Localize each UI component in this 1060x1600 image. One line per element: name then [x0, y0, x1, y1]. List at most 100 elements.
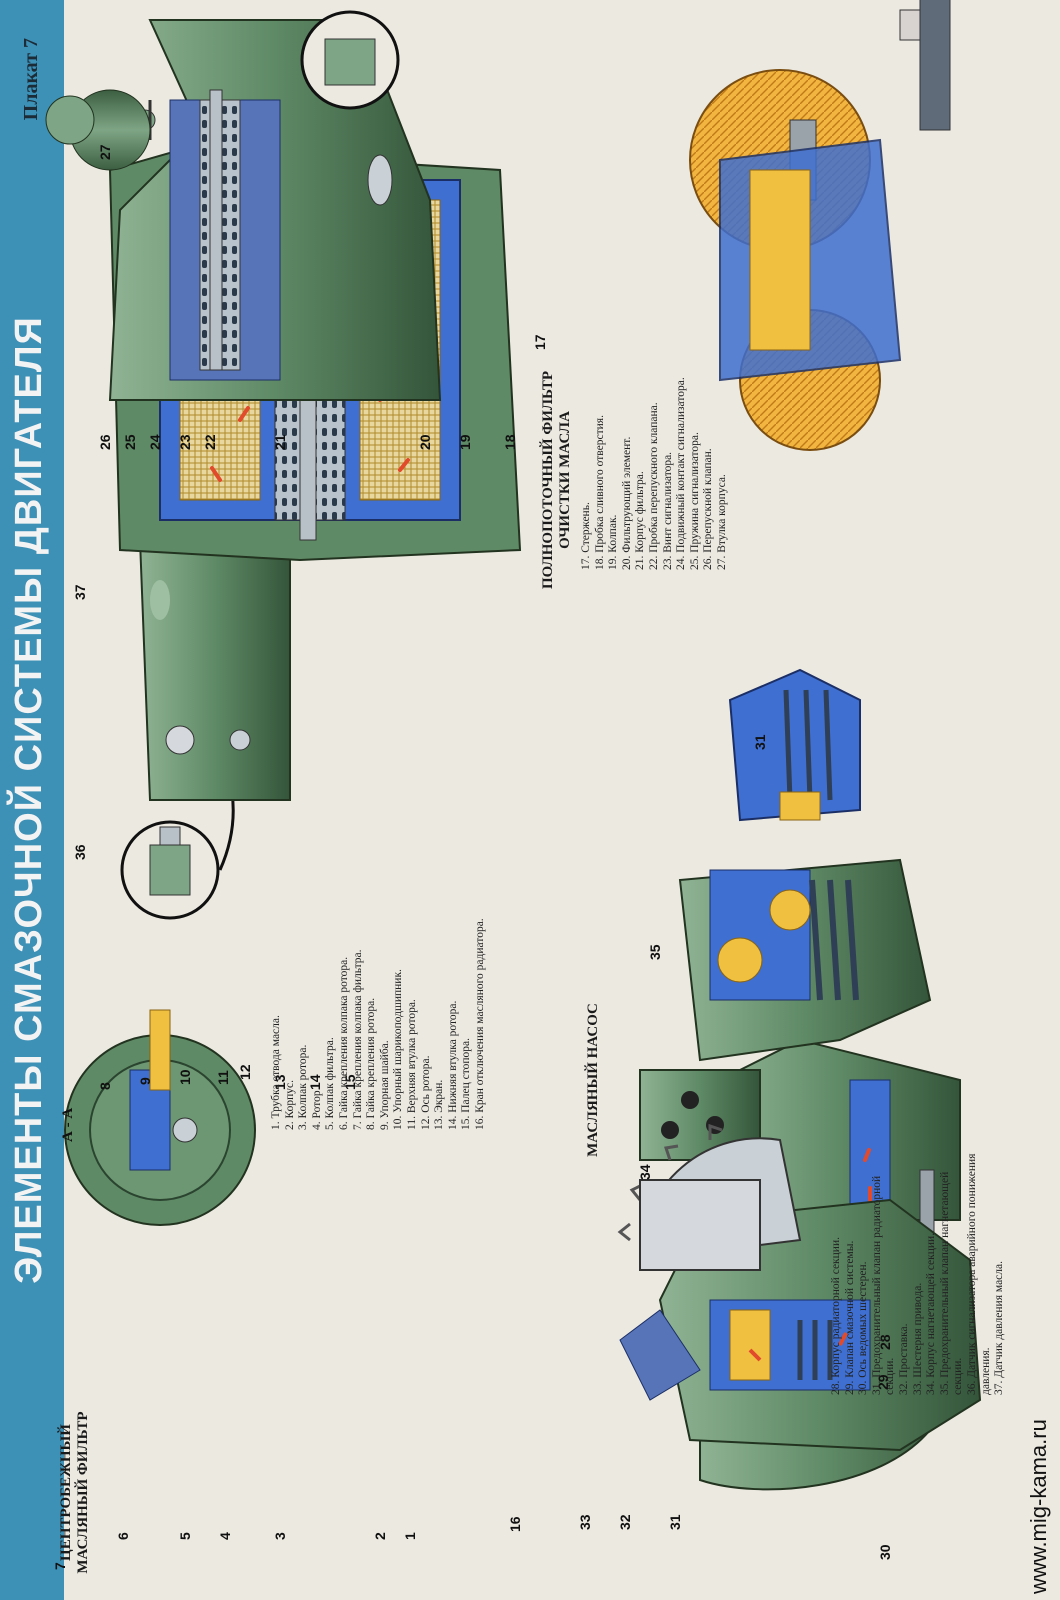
legend-item: 7. Гайка крепления колпака фильтра.: [351, 949, 364, 1130]
legend-item: 25. Пружина сигнализатора.: [688, 432, 701, 570]
oil-pump-title: МАСЛЯНЫЙ НАСОС: [585, 1003, 601, 1157]
legend-item: 22. Пробка перепускного клапана.: [647, 402, 660, 570]
callout-34: 34: [637, 1164, 653, 1180]
callout-21: 21: [272, 434, 288, 450]
website-url: www.mig-kama.ru: [1026, 1419, 1051, 1594]
callout-18: 18: [502, 434, 518, 450]
callout-24: 24: [147, 434, 163, 450]
legend-item: 18. Пробка сливного отверстия.: [593, 415, 606, 570]
callout-32: 32: [617, 1514, 633, 1530]
full-flow-filter-title-line2: ОЧИСТКИ МАСЛА: [557, 411, 573, 549]
legend-item: 29. Клапан смазочной системы.: [843, 1240, 856, 1395]
legend-item: 28. Корпус радиаторной секции.: [830, 1237, 842, 1395]
legend-item: 34. Корпус нагнетающей секции.: [925, 1232, 938, 1395]
legend-item: 33. Шестерня привода.: [911, 1282, 924, 1395]
legend-item: 17. Стержень.: [580, 502, 592, 570]
legend-item: 6. Гайка крепления колпака ротора.: [337, 956, 350, 1130]
legend-item: 26. Перепускной клапан.: [702, 448, 715, 570]
centrifugal-filter-title: ЦЕНТРОБЕЖНЫЙ МАСЛЯНЫЙ ФИЛЬТР: [58, 1405, 92, 1580]
full-flow-filter-legend: 17. Стержень.18. Пробка сливного отверст…: [580, 377, 730, 570]
legend-item: 21. Корпус фильтра.: [634, 471, 647, 570]
valve-31-drawing: [728, 668, 861, 822]
callout-14: 14: [307, 1074, 323, 1090]
legend-item: 10. Упорный шарикоподшипник.: [392, 969, 405, 1130]
callout-20: 20: [417, 434, 433, 450]
callout-1: 1: [402, 1532, 418, 1540]
callout-36: 36: [72, 844, 88, 860]
legend-item: секции.: [952, 1357, 965, 1395]
legend-item: 5. Колпак фильтра.: [324, 1037, 337, 1130]
legend-item: 4. Ротор.: [310, 1087, 323, 1130]
legend-item: 8. Гайка крепления ротора.: [365, 997, 378, 1130]
callout-31b: 31: [752, 734, 768, 750]
full-flow-filter-title: ПОЛНОПОТОЧНЫЙ ФИЛЬТР ОЧИСТКИ МАСЛА: [540, 360, 574, 600]
legend-item: 2. Корпус.: [283, 1080, 296, 1130]
callout-19: 19: [457, 434, 473, 450]
centrifugal-filter-legend: 1. Трубка отвода масла.2. Корпус.3. Колп…: [270, 918, 488, 1130]
callout-30: 30: [877, 1544, 893, 1560]
callout-9: 9: [137, 1077, 153, 1085]
legend-item: 36. Датчик сигнализатора аварийного пони…: [965, 1153, 978, 1395]
callout-29: 29: [875, 1374, 891, 1390]
callout-10: 10: [177, 1069, 193, 1085]
legend-item: 30. Ось ведомых шестерен.: [857, 1261, 870, 1395]
oil-pump-drawing: [617, 1123, 982, 1452]
callout-35: 35: [647, 944, 663, 960]
legend-item: 37. Датчик давления масла.: [993, 1260, 1006, 1395]
callout-28: 28: [877, 1334, 893, 1350]
section-a-a-drawing: [64, 1009, 256, 1226]
callout-23: 23: [177, 434, 193, 450]
legend-item: 12. Ось ротора.: [419, 1055, 432, 1130]
legend-item: 11. Верхняя втулка ротора.: [405, 999, 418, 1130]
callout-6: 6: [115, 1532, 131, 1540]
callout-26: 26: [97, 434, 113, 450]
legend-item: 32. Проставка.: [897, 1323, 910, 1395]
centrifugal-filter-title-line2: МАСЛЯНЫЙ ФИЛЬТР: [75, 1411, 91, 1574]
legend-item: 14. Нижняя втулка ротора.: [446, 1000, 459, 1130]
legend-item: 13. Экран.: [433, 1079, 446, 1130]
oil-pump-legend: 28. Корпус радиаторной секции.29. Клапан…: [830, 1154, 1007, 1395]
callout-31: 31: [667, 1514, 683, 1530]
callout-2: 2: [372, 1532, 388, 1540]
legend-item: 19. Колпак.: [607, 514, 620, 570]
callout-5: 5: [177, 1532, 193, 1540]
legend-item: 15. Палец стопора.: [460, 1038, 473, 1130]
centrifugal-filter-title-line1: ЦЕНТРОБЕЖНЫЙ: [58, 1424, 74, 1561]
legend-item: 1. Трубка отвода масла.: [270, 1015, 282, 1130]
callout-37: 37: [72, 584, 88, 600]
legend-item: 35. Предохранительный клапан нагнетающей: [938, 1171, 951, 1395]
section-a-a-label: А - А: [60, 1107, 76, 1142]
callout-22: 22: [202, 434, 218, 450]
legend-item: 3. Колпак ротора.: [297, 1044, 310, 1130]
callout-33: 33: [577, 1514, 593, 1530]
callout-numbers: 7 6 5 4 3 2 1 16 8 9 10 11 12 13 14 15 3…: [52, 144, 893, 1570]
callout-8: 8: [97, 1082, 113, 1090]
pump-safety-valve-drawing: [678, 858, 932, 1062]
callout-3: 3: [272, 1532, 288, 1540]
legend-item: 20. Фильтрующий элемент.: [620, 436, 633, 570]
callout-12: 12: [237, 1064, 253, 1080]
full-flow-filter-cutaway-drawing: [45, 10, 442, 401]
callout-11: 11: [215, 1070, 231, 1085]
legend-item: секции.: [884, 1357, 897, 1395]
legend-item: давления.: [979, 1347, 992, 1395]
callout-15: 15: [342, 1074, 358, 1090]
legend-item: 27. Втулка корпуса.: [715, 474, 728, 570]
callout-17: 17: [532, 334, 548, 350]
legend-item: 31. Предохранительный клапан радиаторной: [870, 1175, 883, 1395]
bypass-signal-drawing: [689, 0, 951, 451]
callout-16: 16: [507, 1516, 523, 1532]
legend-item: 9. Упорная шайба.: [378, 1040, 391, 1130]
legend-item: 23. Винт сигнализатора.: [661, 451, 674, 570]
callout-25: 25: [122, 434, 138, 450]
callout-13: 13: [272, 1074, 288, 1090]
legend-item: 16. Кран отключения масляного радиатора.: [473, 918, 486, 1130]
callout-7: 7: [52, 1562, 68, 1570]
callout-4: 4: [217, 1532, 233, 1540]
full-flow-filter-title-line1: ПОЛНОПОТОЧНЫЙ ФИЛЬТР: [540, 370, 556, 590]
legend-item: 24. Подвижный контакт сигнализатора.: [675, 377, 688, 570]
callout-27: 27: [97, 144, 113, 160]
